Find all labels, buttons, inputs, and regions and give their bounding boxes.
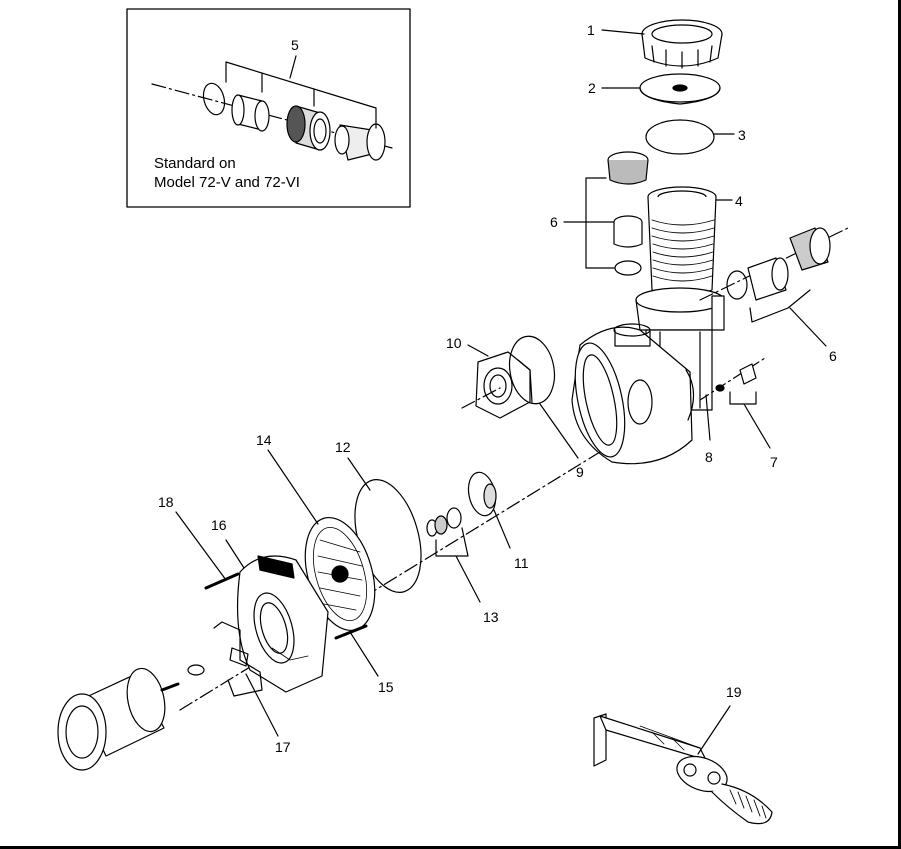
lid-wrench-part-19 bbox=[593, 705, 773, 825]
inset-union-kit bbox=[151, 55, 393, 161]
strainer-basket-part-4 bbox=[647, 186, 733, 297]
seal-part-13 bbox=[426, 507, 481, 603]
drain-plug-part-7 bbox=[699, 357, 771, 449]
callout-6-left: 6 bbox=[550, 214, 558, 230]
callout-7: 7 bbox=[770, 454, 778, 470]
inset-caption-line1: Standard on bbox=[154, 155, 236, 172]
pump-pot-body bbox=[571, 287, 725, 465]
callout-18: 18 bbox=[158, 494, 174, 510]
callout-2: 2 bbox=[588, 80, 596, 96]
lid-ring-part-1 bbox=[601, 19, 723, 69]
callout-3: 3 bbox=[738, 127, 746, 143]
callout-14: 14 bbox=[256, 432, 272, 448]
inset-box bbox=[126, 8, 411, 208]
callout-19: 19 bbox=[726, 684, 742, 700]
callout-8: 8 bbox=[705, 449, 713, 465]
callout-11: 11 bbox=[514, 555, 529, 571]
screw-part-15 bbox=[334, 624, 379, 677]
union-kit-part-6-top bbox=[563, 151, 649, 276]
callout-12: 12 bbox=[335, 439, 351, 455]
motor bbox=[57, 664, 205, 771]
callout-labels: 1 2 3 4 5 6 6 7 8 9 10 11 12 13 14 15 16… bbox=[158, 22, 837, 755]
callout-6-right: 6 bbox=[829, 348, 837, 364]
callout-13: 13 bbox=[483, 609, 499, 625]
callout-4: 4 bbox=[735, 193, 743, 209]
upper-centerline bbox=[461, 387, 501, 409]
callout-1: 1 bbox=[587, 22, 595, 38]
callout-15: 15 bbox=[378, 679, 394, 695]
inset-caption: Standard on Model 72-V and 72-VI bbox=[154, 154, 300, 192]
frame-right-edge bbox=[898, 0, 901, 849]
diffuser-gasket-part-9 bbox=[508, 335, 579, 459]
union-kit-part-6-right bbox=[699, 227, 849, 347]
motor-bracket-part-16 bbox=[225, 539, 329, 693]
callout-10: 10 bbox=[446, 335, 462, 351]
callout-5: 5 bbox=[291, 37, 299, 53]
motor-foot-part-17 bbox=[213, 621, 279, 737]
callout-16: 16 bbox=[211, 517, 227, 533]
drain-leader-part-8 bbox=[705, 394, 711, 441]
lid-part-2 bbox=[601, 73, 721, 105]
callout-17: 17 bbox=[275, 739, 291, 755]
impeller-part-11 bbox=[467, 471, 511, 549]
inset-caption-line2: Model 72-V and 72-VI bbox=[154, 174, 300, 191]
callout-9: 9 bbox=[576, 464, 584, 480]
frame-bottom-edge bbox=[0, 846, 901, 849]
lid-oring-part-3 bbox=[645, 119, 735, 155]
diffuser-part-10 bbox=[467, 344, 533, 419]
screw-part-18 bbox=[175, 511, 240, 590]
